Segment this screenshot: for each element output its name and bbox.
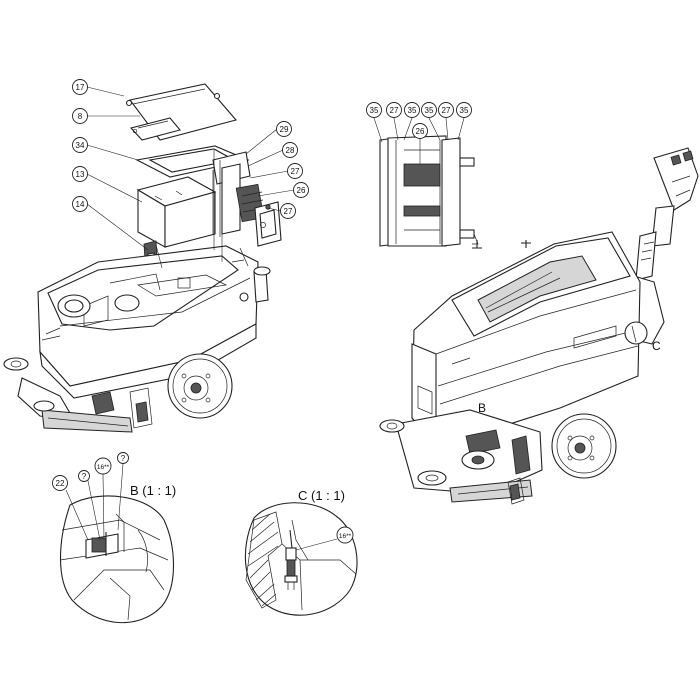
callout-35-c: 35 xyxy=(421,102,437,118)
callout-28: 28 xyxy=(282,142,298,158)
left-machine-assembly xyxy=(3,83,282,433)
detail-b-title: B (1 : 1) xyxy=(130,483,176,498)
callout-27-a-label: 27 xyxy=(291,167,300,176)
callout-27-a: 27 xyxy=(287,163,303,179)
callout-29-label: 29 xyxy=(280,125,289,134)
callout-34-label: 34 xyxy=(76,141,85,150)
callout-27-c-label: 27 xyxy=(390,106,399,115)
callout-27-b-label: 27 xyxy=(284,207,293,216)
electronic-board-bracket xyxy=(212,151,282,247)
battery-block xyxy=(136,176,217,248)
callout-35-d: 35 xyxy=(456,102,472,118)
callout-26-b: 26 xyxy=(412,123,428,139)
callout-26-a-label: 26 xyxy=(297,186,306,195)
callout-8-label: 8 xyxy=(78,112,83,121)
operator-handle xyxy=(633,147,699,345)
callout-14: 14 xyxy=(72,196,88,212)
callout-unknown-1-label: ? xyxy=(82,472,87,481)
callout-17-label: 17 xyxy=(76,83,85,92)
detail-c-title: C (1 : 1) xyxy=(298,488,345,503)
left-machine-body xyxy=(3,245,271,433)
callout-35-a: 35 xyxy=(366,102,382,118)
callout-35-b: 35 xyxy=(404,102,420,118)
gasket-frame xyxy=(135,145,250,178)
detail-view-c xyxy=(244,502,358,616)
callout-16-c-label: 16** xyxy=(339,533,352,540)
callout-34: 34 xyxy=(72,137,88,153)
right-machine-assembled xyxy=(379,147,699,505)
callout-35-a-label: 35 xyxy=(370,106,379,115)
callout-17: 17 xyxy=(72,79,88,95)
callout-22: 22 xyxy=(52,475,68,491)
brush-head-detail xyxy=(379,135,531,249)
hatched-section xyxy=(245,511,283,609)
callout-unknown-2-label: ? xyxy=(121,454,126,463)
lid-cover xyxy=(125,83,237,141)
callout-27-b: 27 xyxy=(280,203,296,219)
callout-27-d-label: 27 xyxy=(442,106,451,115)
callout-35-c-label: 35 xyxy=(425,106,434,115)
part-16-sensor xyxy=(284,529,298,590)
callout-13: 13 xyxy=(72,166,88,182)
detail-view-b xyxy=(59,495,175,624)
marker-b: B xyxy=(478,401,486,415)
callout-22-label: 22 xyxy=(56,479,65,488)
callout-16-b: 16** xyxy=(94,457,112,475)
callout-16-c: 16** xyxy=(336,526,354,544)
callout-28-label: 28 xyxy=(286,146,295,155)
callout-16-b-label: 16** xyxy=(97,464,110,471)
callout-8: 8 xyxy=(72,108,88,124)
callout-27-c: 27 xyxy=(386,102,402,118)
callouts: 17 8 34 13 14 29 28 27 26 27 35 27 35 35… xyxy=(52,79,472,551)
callout-13-label: 13 xyxy=(76,170,85,179)
callout-14-label: 14 xyxy=(76,200,85,209)
callout-27-d: 27 xyxy=(438,102,454,118)
callout-35-b-label: 35 xyxy=(408,106,417,115)
marker-c: C xyxy=(652,339,661,353)
callout-35-d-label: 35 xyxy=(460,106,469,115)
callout-unknown-2: ? xyxy=(117,452,129,464)
callout-26-b-label: 26 xyxy=(416,127,425,136)
callout-29: 29 xyxy=(276,121,292,137)
callout-26-a: 26 xyxy=(293,182,309,198)
callout-unknown-1: ? xyxy=(78,470,90,482)
